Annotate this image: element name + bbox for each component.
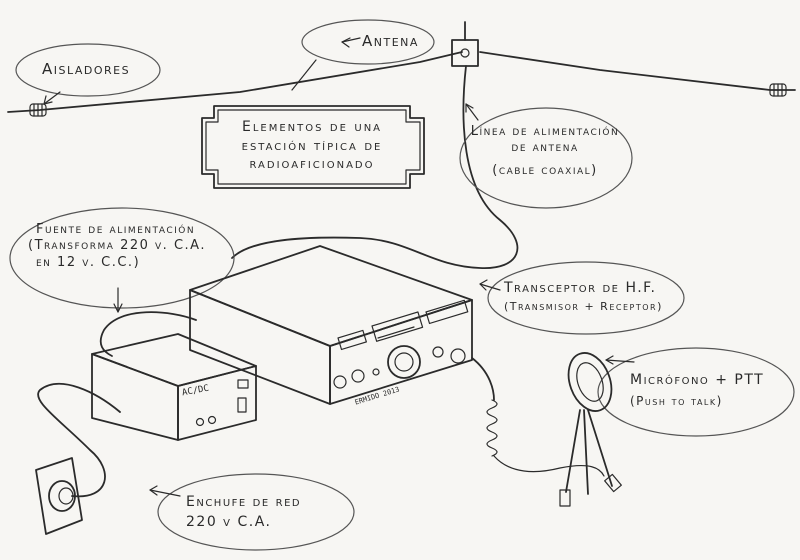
label-transceptor-line1: Transceptor de H.F. [504,280,657,296]
diagram-title: Elementos de una estación típica de radi… [206,108,418,184]
bubble-enchufe [157,473,355,551]
mains-cable [37,383,121,498]
bubble-aisladores [15,43,161,97]
label-fuente-line3: en 12 v. C.C.) [36,254,141,270]
title-frame [201,105,425,189]
label-linea: Línea de alimentación de antena (cable c… [470,124,620,179]
label-enchufe-line2: 220 v C.A. [186,513,272,530]
bubble-transceptor [487,261,685,335]
bubble-microfono [597,347,795,437]
power-supply-unit [91,333,257,441]
left-insulator [29,103,47,117]
title-line-2: estación típica de [241,137,383,154]
label-aisladores: Aisladores [42,60,131,78]
label-fuente-line1: Fuente de alimentación [36,222,196,237]
label-linea-line3: (cable coaxial) [492,162,598,178]
label-transceptor-line2: (Transmisor + Receptor) [504,299,663,313]
label-microfono-line1: Micrófono + PTT [630,372,765,388]
pointer-arrows [43,37,635,497]
label-enchufe: Enchufe de red 220 v C.A. [186,494,301,531]
hf-transceiver [189,245,473,405]
title-line-1: Elementos de una [241,118,383,135]
title-line-3: radioaficionado [249,156,375,173]
label-microfono: Micrófono + PTT (Push to talk) [630,372,764,409]
antenna-balun [451,21,479,67]
bubble-fuente [9,207,235,309]
right-insulator [769,83,787,97]
microphone-ptt [559,352,622,507]
label-linea-line1: Línea de alimentación [470,124,620,139]
coax-feed-line [231,65,519,269]
bubble-linea [459,107,633,209]
bubble-antena [301,19,435,65]
microphone-coil-cable [471,357,605,477]
label-enchufe-line1: Enchufe de red [186,494,302,510]
label-fuente: Fuente de alimentación (Transforma 220 v… [28,222,206,271]
label-microfono-line2: (Push to talk) [630,393,723,408]
label-fuente-line2: (Transforma 220 v. C.A. [28,238,206,254]
label-transceptor: Transceptor de H.F. (Transmisor + Recept… [504,280,663,313]
label-antena: Antena [362,32,419,50]
label-linea-line2: de antena [511,140,579,156]
